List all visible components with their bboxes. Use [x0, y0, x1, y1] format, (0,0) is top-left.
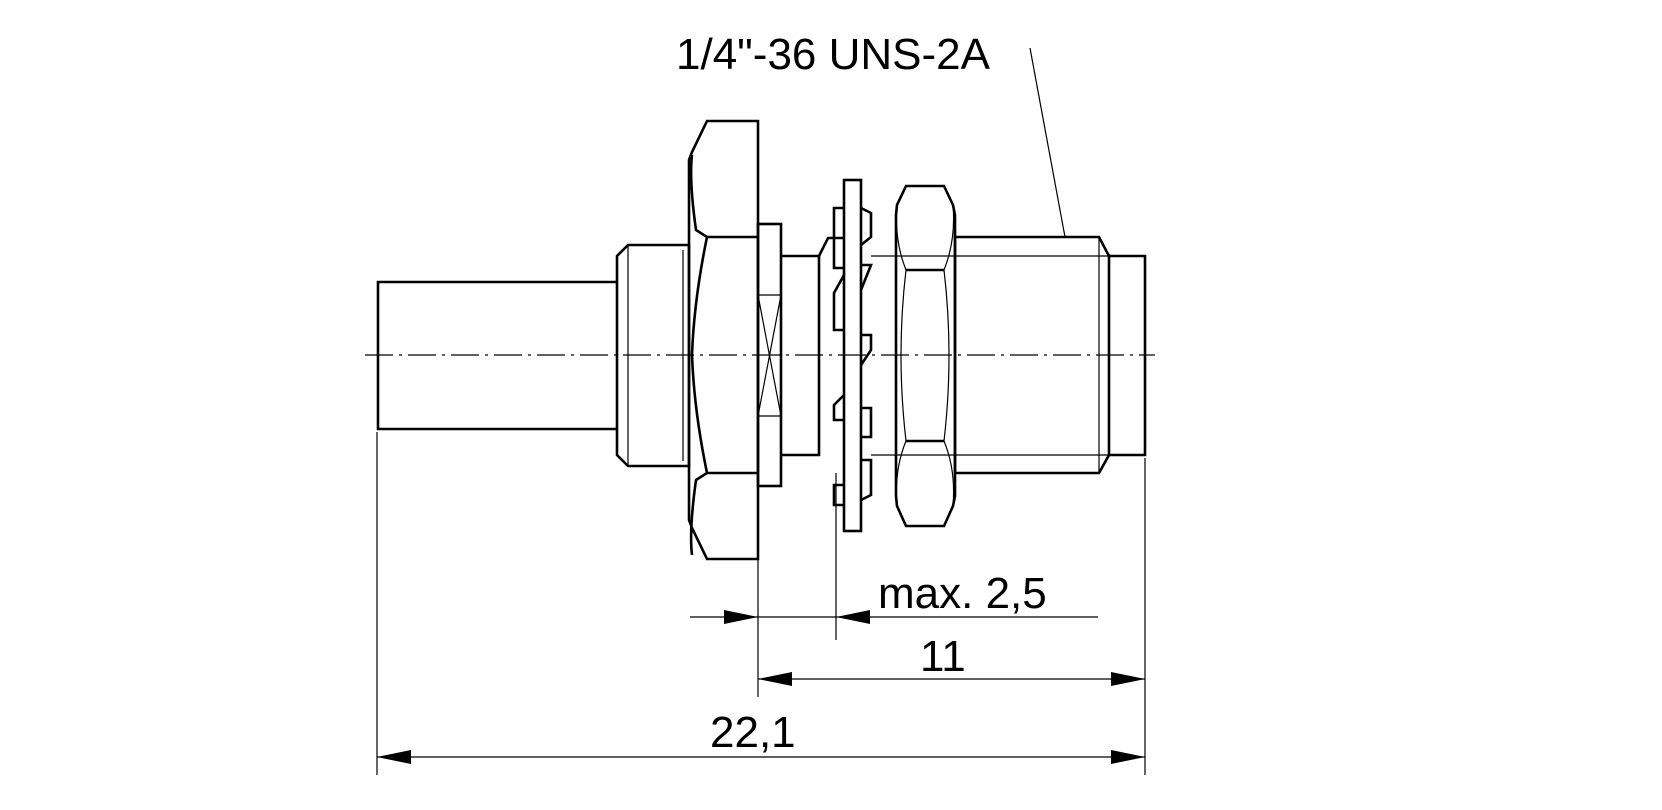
- hex-nut: [894, 184, 957, 528]
- dimension-label-panel: max. 2,5: [878, 569, 1047, 618]
- dimension-label-overall: 22,1: [710, 708, 796, 757]
- cable: [376, 280, 617, 431]
- shaft: [781, 254, 821, 457]
- callout-leader: [1029, 47, 1066, 238]
- flange-hex-nut: [687, 119, 760, 561]
- ring: [756, 222, 783, 488]
- shaft-chamfer: [817, 236, 844, 257]
- threaded-body: [871, 235, 1147, 475]
- dimension-panel-thickness: max. 2,5: [690, 569, 1098, 624]
- thread-callout-label: 1/4"-36 UNS-2A: [676, 30, 991, 79]
- lock-washer: [832, 178, 873, 640]
- dimension-overall-length: 22,1: [377, 708, 1145, 764]
- dimension-thread-length: 11: [758, 632, 1145, 686]
- dimension-label-thread: 11: [920, 632, 966, 681]
